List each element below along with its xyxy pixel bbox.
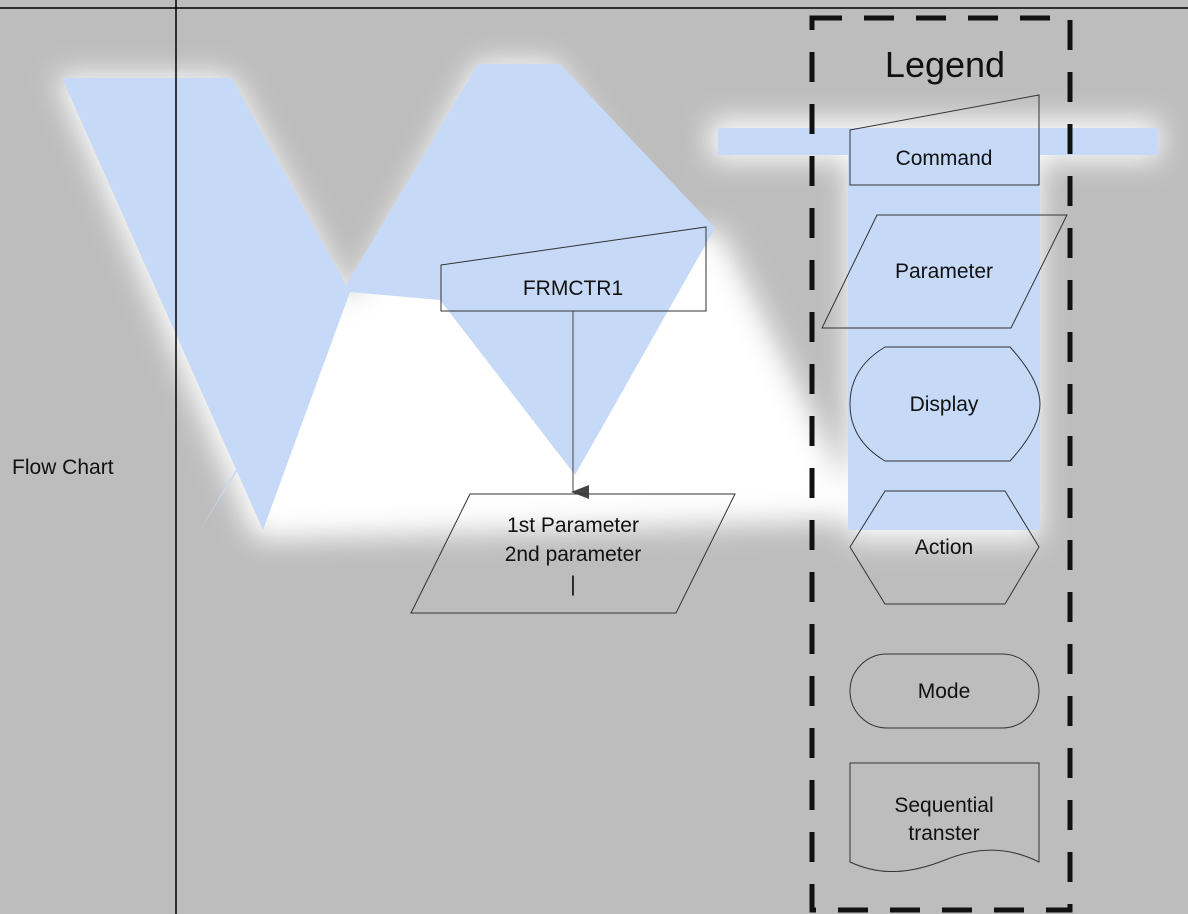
command-label: FRMCTR1 [523, 277, 623, 300]
legend-action: Action [849, 490, 1040, 605]
legend-parameter-label: Parameter [895, 260, 993, 283]
watermark-logo [55, 62, 1160, 540]
command-shape: FRMCTR1 [440, 226, 707, 312]
legend-command: Command [849, 94, 1040, 186]
legend-display-label: Display [910, 393, 979, 416]
parameter-line-1: 1st Parameter [507, 514, 639, 537]
legend-sequential: Sequential transter [849, 762, 1040, 873]
legend-mode-label: Mode [918, 680, 971, 703]
legend-title: Legend [885, 44, 1005, 85]
legend-action-label: Action [915, 536, 973, 559]
parameter-shape: 1st Parameter 2nd parameter | [410, 493, 736, 614]
legend-sequential-line-2: transter [908, 822, 979, 845]
legend-display: Display [849, 346, 1041, 462]
row-label: Flow Chart [12, 456, 114, 479]
legend-sequential-line-1: Sequential [894, 794, 993, 817]
parameter-line-3: | [570, 573, 575, 596]
legend-mode: Mode [849, 653, 1040, 729]
legend-command-label: Command [896, 147, 993, 170]
parameter-line-2: 2nd parameter [505, 543, 642, 566]
legend-parameter: Parameter [821, 214, 1068, 329]
legend-box: Legend [809, 15, 1073, 913]
